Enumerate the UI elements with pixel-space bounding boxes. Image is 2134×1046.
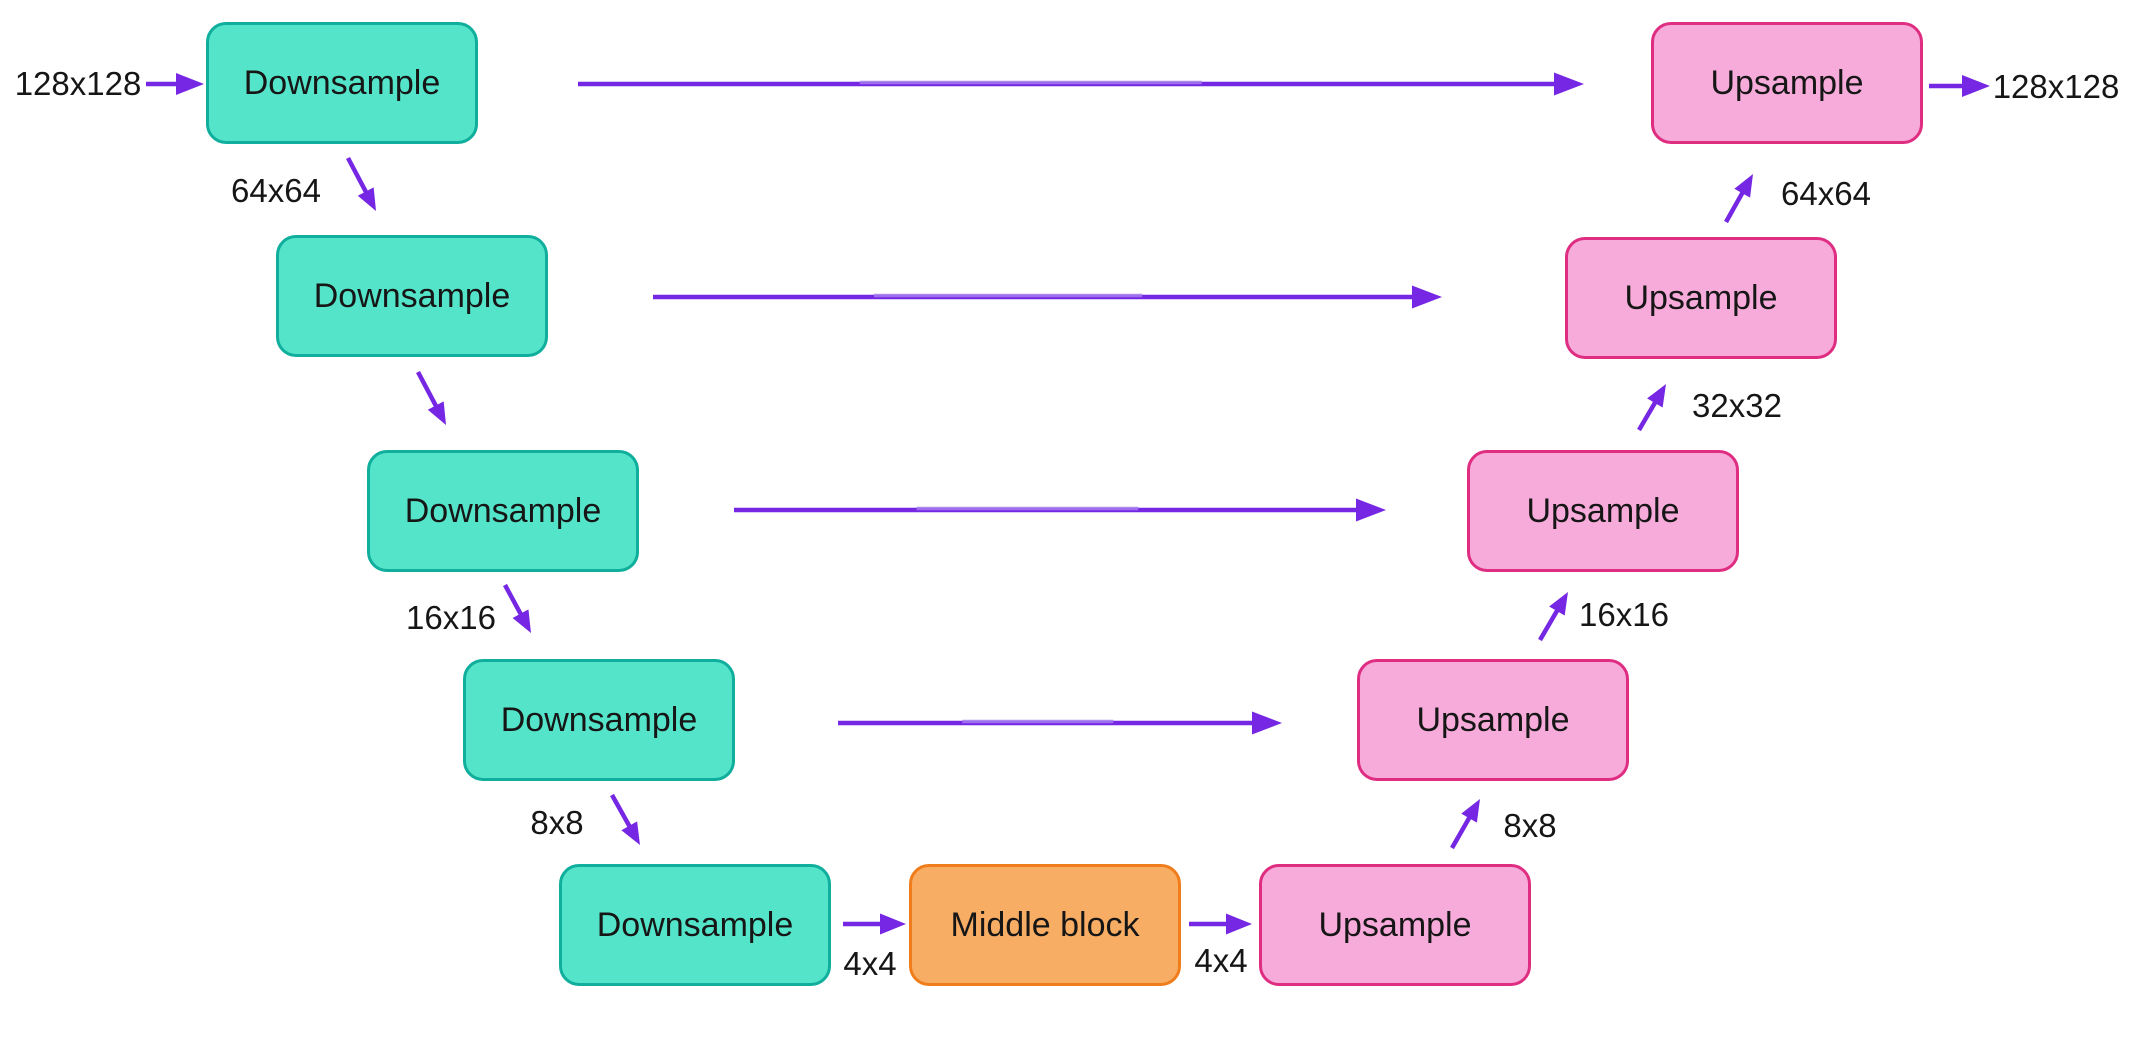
upsample-block-4: Upsample bbox=[1357, 659, 1629, 781]
from-middle-arrow bbox=[1189, 913, 1252, 935]
block-label: Downsample bbox=[313, 276, 511, 315]
block-label: Downsample bbox=[404, 491, 602, 530]
downsample-arrow-4 bbox=[610, 793, 640, 845]
block-label: Upsample bbox=[1416, 700, 1570, 739]
downsample-block-5: Downsample bbox=[559, 864, 831, 986]
dim-label-left-4x4: 4x4 bbox=[843, 945, 897, 982]
upsample-block-1: Upsample bbox=[1651, 22, 1923, 144]
block-label: Downsample bbox=[243, 63, 441, 102]
block-label: Downsample bbox=[596, 905, 794, 944]
upsample-block-3: Upsample bbox=[1467, 450, 1739, 572]
dim-label-right-64x64: 64x64 bbox=[1781, 175, 1871, 212]
downsample-block-3: Downsample bbox=[367, 450, 639, 572]
block-label: Upsample bbox=[1526, 491, 1680, 530]
skip-connection-arrow-2 bbox=[653, 285, 1442, 309]
upsample-arrow-4 bbox=[1450, 799, 1480, 850]
upsample-arrow-3 bbox=[1538, 592, 1568, 642]
block-label: Upsample bbox=[1710, 63, 1864, 102]
output-arrow bbox=[1929, 75, 1990, 97]
output-size-label: 128x128 bbox=[1992, 68, 2120, 105]
upsample-arrow-2 bbox=[1637, 384, 1666, 432]
downsample-arrow-1 bbox=[346, 156, 376, 211]
skip-connection-arrow-3 bbox=[734, 498, 1386, 522]
downsample-arrow-3 bbox=[503, 583, 531, 633]
upsample-block-2: Upsample bbox=[1565, 237, 1837, 359]
input-size-label: 128x128 bbox=[14, 65, 142, 102]
input-arrow bbox=[146, 73, 204, 95]
dim-label-right-8x8: 8x8 bbox=[1503, 807, 1557, 844]
downsample-arrow-2 bbox=[416, 370, 446, 425]
middle-block: Middle block bbox=[909, 864, 1181, 986]
to-middle-arrow bbox=[843, 913, 906, 935]
downsample-block-2: Downsample bbox=[276, 235, 548, 357]
skip-connection-arrow-1 bbox=[578, 72, 1584, 96]
downsample-block-1: Downsample bbox=[206, 22, 478, 144]
skip-connection-arrow-4 bbox=[838, 711, 1282, 735]
block-label: Downsample bbox=[500, 700, 698, 739]
dim-label-right-4x4: 4x4 bbox=[1194, 942, 1248, 979]
upsample-block-5: Upsample bbox=[1259, 864, 1531, 986]
dim-label-right-16x16: 16x16 bbox=[1579, 596, 1669, 633]
upsample-arrow-1 bbox=[1724, 174, 1753, 224]
block-label: Upsample bbox=[1318, 905, 1472, 944]
dim-label-left-16x16: 16x16 bbox=[406, 599, 496, 636]
block-label: Middle block bbox=[950, 905, 1140, 944]
dim-label-left-64x64: 64x64 bbox=[231, 172, 321, 209]
downsample-block-4: Downsample bbox=[463, 659, 735, 781]
dim-label-right-32x32: 32x32 bbox=[1692, 387, 1782, 424]
dim-label-left-8x8: 8x8 bbox=[530, 804, 584, 841]
block-label: Upsample bbox=[1624, 278, 1778, 317]
